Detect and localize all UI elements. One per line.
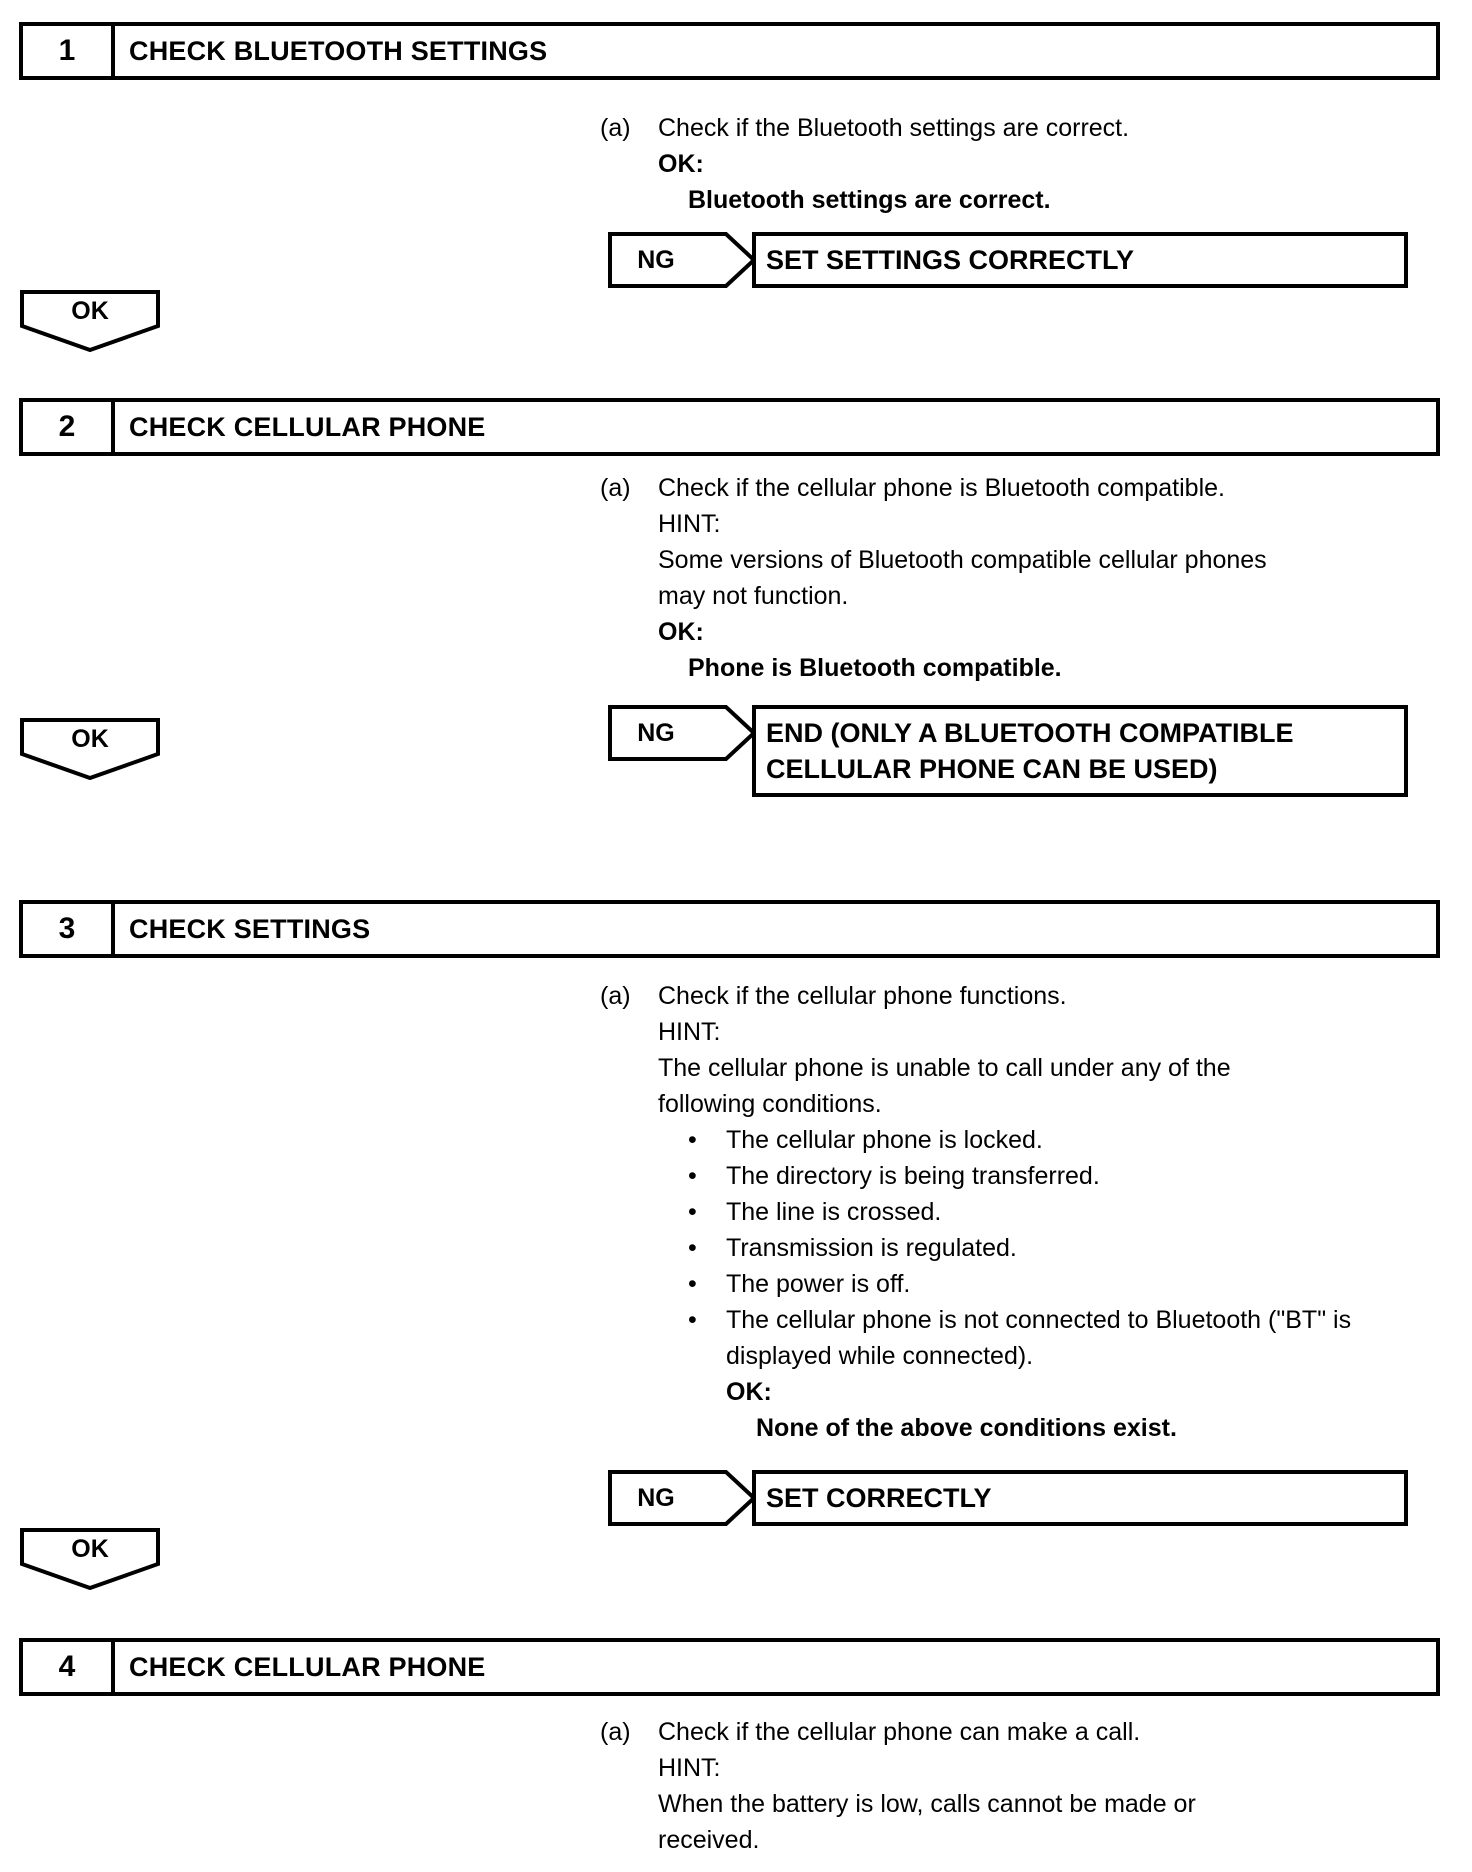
procedure-line-hint-label: HINT: <box>658 510 721 538</box>
ng-label-3: NG <box>637 1483 675 1512</box>
ok-pentagon-down-icon <box>20 290 160 352</box>
ng-pentagon-icon <box>608 1470 756 1526</box>
ng-branch-1: NG SET SETTINGS CORRECTLY <box>608 232 1408 288</box>
condition-item: • The cellular phone is locked. <box>688 1122 1430 1158</box>
ng-result-line: SET SETTINGS CORRECTLY <box>766 245 1135 275</box>
step-title-4: CHECK CELLULAR PHONE <box>129 1651 486 1682</box>
condition-item: • The line is crossed. <box>688 1194 1430 1230</box>
ng-arrow-1: NG <box>608 232 756 288</box>
procedure-line-ok-criteria: Phone is Bluetooth compatible. <box>688 654 1062 682</box>
condition-item: • The directory is being transferred. <box>688 1158 1430 1194</box>
procedure-marker-1: (a) <box>600 114 631 142</box>
condition-text: The cellular phone is not connected to B… <box>726 1306 1262 1334</box>
condition-item: • Transmission is regulated. <box>688 1230 1430 1266</box>
step-title-3: CHECK SETTINGS <box>129 913 371 944</box>
procedure-line: may not function. <box>658 582 849 610</box>
condition-item: • The cellular phone is not connected to… <box>688 1302 1430 1446</box>
bullet-icon: • <box>688 1198 697 1226</box>
step-number-4: 4 <box>23 1642 115 1692</box>
bullet-icon: • <box>688 1234 697 1262</box>
ng-branch-2: NG END (ONLY A BLUETOOTH COMPATIBLE CELL… <box>608 705 1408 797</box>
step-title-2: CHECK CELLULAR PHONE <box>129 411 486 442</box>
step-header-3: 3 CHECK SETTINGS <box>19 900 1440 958</box>
procedure-line: Check if the cellular phone can make a c… <box>658 1718 1141 1746</box>
procedure-line: The cellular phone is unable to call und… <box>658 1054 1231 1082</box>
procedure-line-ok-label: OK: <box>658 618 704 646</box>
condition-list: • The cellular phone is locked. • The di… <box>658 1122 1430 1446</box>
procedure-line: received. <box>658 1826 760 1854</box>
procedure-marker-4: (a) <box>600 1718 631 1746</box>
ok-label-2: OK <box>71 724 109 753</box>
step-title-1: CHECK BLUETOOTH SETTINGS <box>129 35 548 66</box>
procedure-line: When the battery is low, calls cannot be… <box>658 1790 1196 1818</box>
procedure-line: Some versions of Bluetooth compatible ce… <box>658 546 1267 574</box>
procedure-line-ok-label: OK: <box>726 1378 772 1406</box>
procedure-line: following conditions. <box>658 1090 882 1118</box>
ng-result-box-2: END (ONLY A BLUETOOTH COMPATIBLE CELLULA… <box>752 705 1408 797</box>
ok-pentagon-down-icon <box>20 1528 160 1590</box>
ng-arrow-2: NG <box>608 705 756 761</box>
step-header-2: 2 CHECK CELLULAR PHONE <box>19 398 1440 456</box>
ok-label-1: OK <box>71 296 109 325</box>
ng-branch-3: NG SET CORRECTLY <box>608 1470 1408 1526</box>
step-number-1: 1 <box>23 26 115 76</box>
ng-arrow-3: NG <box>608 1470 756 1526</box>
ok-connector-1: OK <box>20 290 160 352</box>
bullet-icon: • <box>688 1306 697 1334</box>
ok-connector-3: OK <box>20 1528 160 1590</box>
condition-text: The power is off. <box>726 1270 911 1298</box>
procedure-line-hint-label: HINT: <box>658 1754 721 1782</box>
condition-text-multiline: The cellular phone is not connected to B… <box>726 1302 1430 1446</box>
ng-pentagon-icon <box>608 705 756 761</box>
bullet-icon: • <box>688 1270 697 1298</box>
condition-text: ("BT" is displayed while connected). <box>726 1306 1359 1370</box>
ng-label-1: NG <box>637 245 675 274</box>
procedure-line-ok-label: OK: <box>658 150 704 178</box>
procedure-marker-2: (a) <box>600 474 631 502</box>
ng-pentagon-icon <box>608 232 756 288</box>
ok-pentagon-down-icon <box>20 718 160 780</box>
ng-result-box-1: SET SETTINGS CORRECTLY <box>752 232 1408 288</box>
bullet-icon: • <box>688 1162 697 1190</box>
step-number-2: 2 <box>23 402 115 452</box>
condition-text: The line is crossed. <box>726 1198 942 1226</box>
procedure-line-hint-label: HINT: <box>658 1018 721 1046</box>
procedure-line: Check if the cellular phone is Bluetooth… <box>658 474 1225 502</box>
procedure-block-2: (a) Check if the cellular phone is Bluet… <box>600 470 1430 686</box>
procedure-line-ok-criteria: Bluetooth settings are correct. <box>688 186 1051 214</box>
ng-result-box-3: SET CORRECTLY <box>752 1470 1408 1526</box>
ok-label-3: OK <box>71 1534 109 1563</box>
procedure-line: Check if the cellular phone functions. <box>658 982 1067 1010</box>
step-header-1: 1 CHECK BLUETOOTH SETTINGS <box>19 22 1440 80</box>
condition-text: The cellular phone is locked. <box>726 1126 1043 1154</box>
procedure-marker-3: (a) <box>600 982 631 1010</box>
procedure-line: Check if the Bluetooth settings are corr… <box>658 114 1130 142</box>
ok-connector-2: OK <box>20 718 160 780</box>
condition-item: • The power is off. <box>688 1266 1430 1302</box>
step-header-4: 4 CHECK CELLULAR PHONE <box>19 1638 1440 1696</box>
bullet-icon: • <box>688 1126 697 1154</box>
procedure-block-4: (a) Check if the cellular phone can make… <box>600 1714 1430 1858</box>
ng-label-2: NG <box>637 718 675 747</box>
ng-result-line: SET CORRECTLY <box>766 1483 992 1513</box>
ng-result-line: END (ONLY A BLUETOOTH COMPATIBLE <box>766 718 1294 748</box>
procedure-line-ok-criteria: None of the above conditions exist. <box>756 1414 1177 1442</box>
ng-result-line: CELLULAR PHONE CAN BE USED) <box>766 754 1218 784</box>
condition-text: The directory is being transferred. <box>726 1162 1100 1190</box>
condition-text: Transmission is regulated. <box>726 1234 1017 1262</box>
procedure-block-1: (a) Check if the Bluetooth settings are … <box>600 110 1430 218</box>
procedure-block-3: (a) Check if the cellular phone function… <box>600 978 1430 1446</box>
step-number-3: 3 <box>23 904 115 954</box>
